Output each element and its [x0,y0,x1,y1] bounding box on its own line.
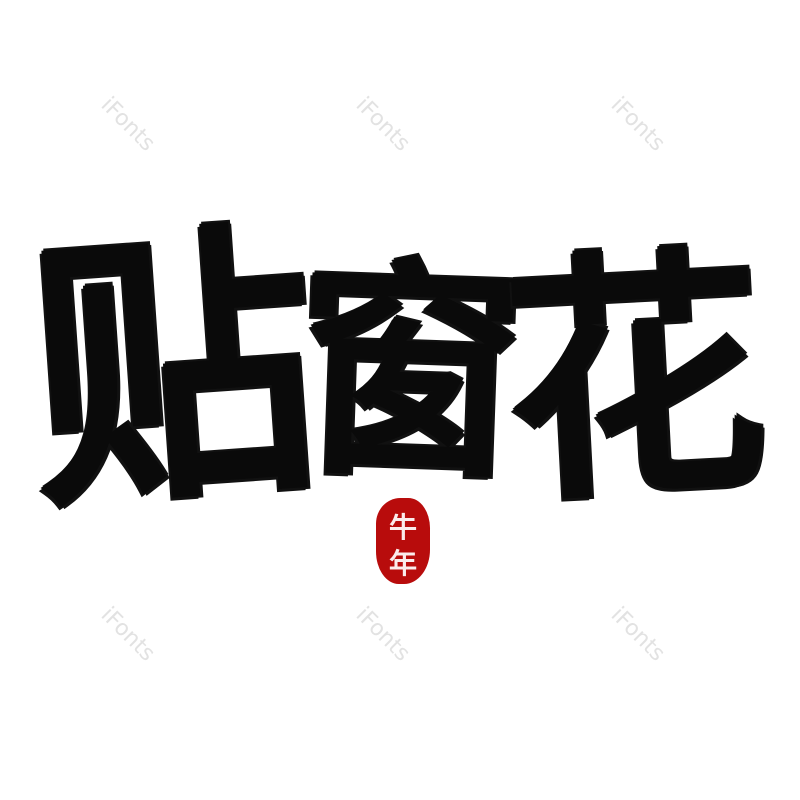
calligraphy-char-tie: 贴 [18,193,327,548]
watermark: iFonts [95,602,160,667]
seal-char: 牛 [388,511,417,544]
calligraphy-char-chuang: 窗 [290,234,530,512]
watermark: iFonts [605,602,670,667]
seal-char: 年 [388,547,417,580]
watermark: iFonts [605,92,670,157]
watermark: iFonts [350,92,415,157]
calligraphy-char-hua: 花 [497,220,773,539]
watermark: iFonts [350,602,415,667]
watermark: iFonts [95,92,160,157]
red-seal-stamp: 牛 年 [376,498,430,584]
